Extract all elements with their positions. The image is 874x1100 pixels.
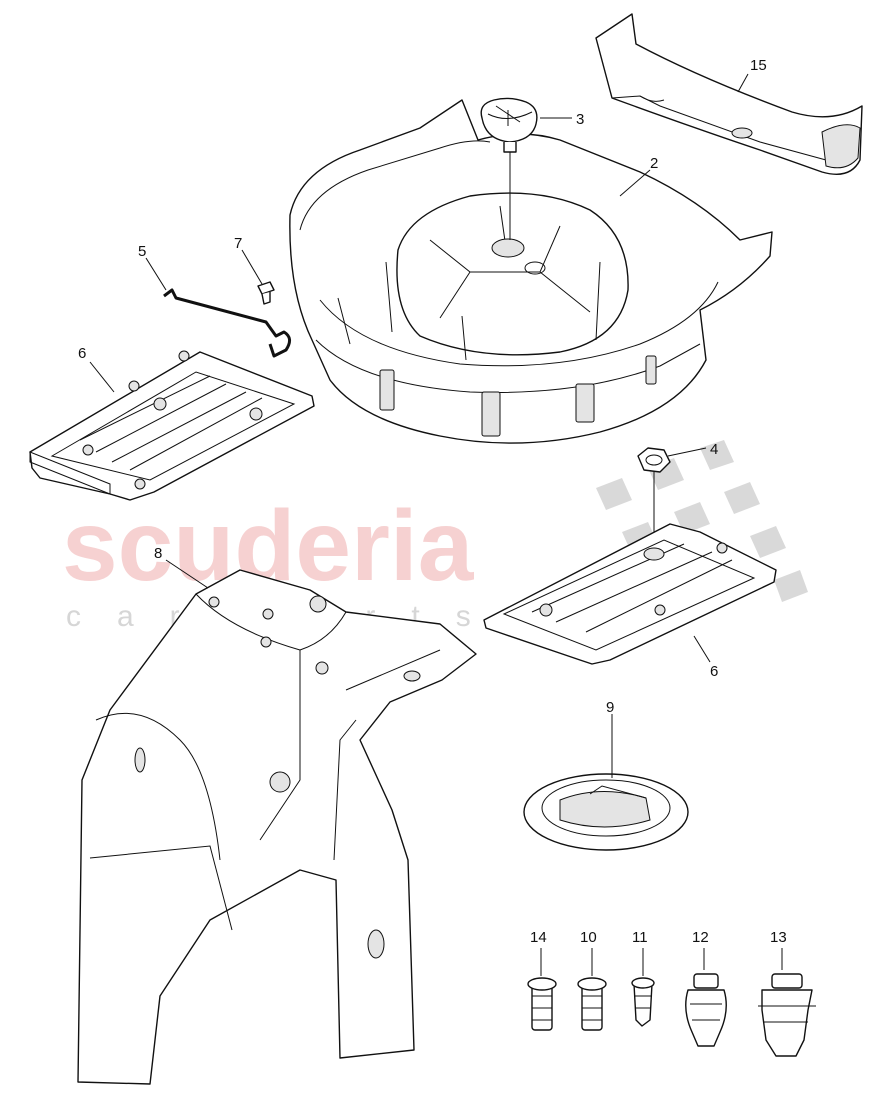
part-15-bracket [595, 13, 863, 175]
callout-5: 5 [138, 243, 146, 260]
callout-11: 11 [632, 929, 648, 946]
part-9-grommet [523, 773, 689, 851]
part-11-plug [631, 977, 655, 1027]
leader-lines [89, 73, 783, 976]
part-13-valve [758, 973, 816, 1057]
part-7-screw [257, 281, 275, 305]
part-3-wing-nut [480, 97, 538, 240]
callout-6-left: 6 [78, 345, 86, 362]
callout-7: 7 [234, 235, 242, 252]
part-5-rod [163, 288, 291, 358]
callout-15: 15 [750, 57, 767, 74]
callout-6-right: 6 [710, 663, 718, 680]
callout-3: 3 [576, 111, 584, 128]
callout-13: 13 [770, 929, 787, 946]
callout-10: 10 [580, 929, 597, 946]
callout-2: 2 [650, 155, 658, 172]
part-6-right-tray [483, 523, 777, 665]
callout-4: 4 [710, 441, 718, 458]
callout-8: 8 [154, 545, 162, 562]
part-10-plug [577, 977, 607, 1031]
callout-12: 12 [692, 929, 709, 946]
callout-14: 14 [530, 929, 547, 946]
part-2-spare-wheel-well [289, 99, 773, 444]
callout-labels: 15 3 2 7 5 6 4 8 6 9 14 10 11 12 13 [78, 57, 787, 946]
part-12-valve [685, 973, 727, 1047]
part-14-plug [527, 977, 557, 1031]
part-8-wheel-housing [77, 569, 477, 1085]
callout-9: 9 [606, 699, 614, 716]
part-6-left-tray [29, 350, 315, 501]
